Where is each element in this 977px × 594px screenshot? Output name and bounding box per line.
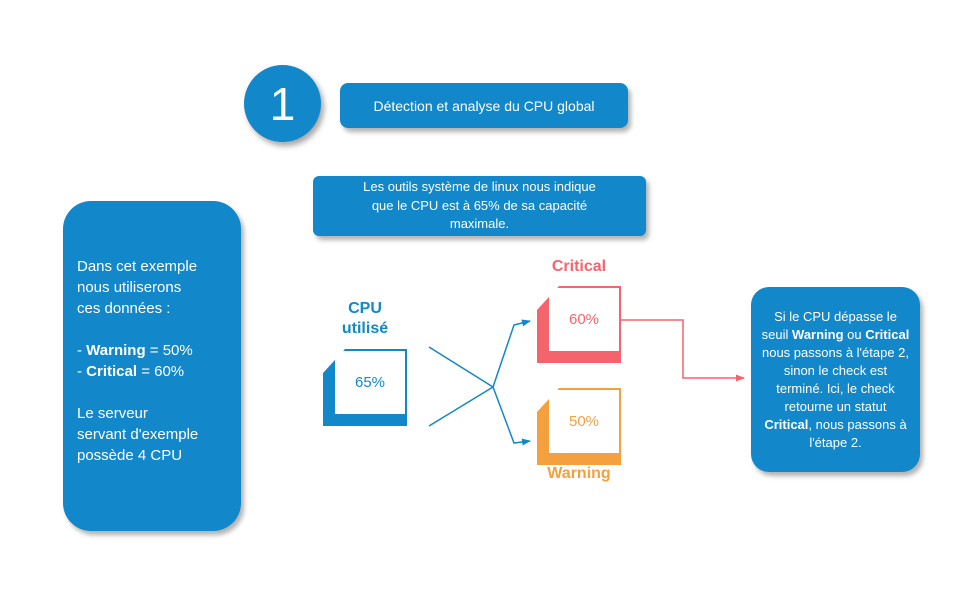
critical-threshold-value: 60% xyxy=(549,288,619,351)
arrow-to-warning xyxy=(492,386,531,446)
branch-chevron-top xyxy=(428,346,494,388)
step-title-box: Détection et analyse du CPU global xyxy=(340,83,628,128)
warning-threshold-line: - Warning = 50% xyxy=(77,342,193,359)
warning-threshold-value: 50% xyxy=(549,390,619,453)
spacer xyxy=(77,319,229,340)
cpu-usage-shape: 65% xyxy=(323,349,407,426)
critical-label: Critical xyxy=(551,258,607,275)
step-title: Détection et analyse du CPU global xyxy=(373,97,595,114)
warning-threshold-shape: 50% xyxy=(537,388,621,465)
info-text: Les outils système de linux nous indique… xyxy=(363,178,596,232)
step-number: 1 xyxy=(269,77,296,130)
result-text: Si le CPU dépasse le seuil Warning ou Cr… xyxy=(761,308,910,450)
example-footer: Le serveur servant d'exemple possède 4 C… xyxy=(77,405,199,464)
step-number-circle: 1 xyxy=(244,65,321,142)
cpu-usage-value: 65% xyxy=(335,351,405,414)
cpu-used-label: CPU utilisé xyxy=(341,300,389,337)
info-box: Les outils système de linux nous indique… xyxy=(313,176,646,236)
warning-label: Warning xyxy=(547,465,611,482)
result-box: Si le CPU dépasse le seuil Warning ou Cr… xyxy=(751,287,920,472)
critical-threshold-shape: 60% xyxy=(537,286,621,363)
example-intro: Dans cet exemple nous utiliserons ces do… xyxy=(77,258,198,317)
arrow-to-critical xyxy=(492,319,531,388)
example-data-box: Dans cet exemple nous utiliserons ces do… xyxy=(63,201,241,531)
critical-result-connector xyxy=(621,319,745,382)
branch-chevron-bottom xyxy=(428,386,494,427)
critical-threshold-line: - Critical = 60% xyxy=(77,363,185,380)
spacer xyxy=(77,382,229,403)
